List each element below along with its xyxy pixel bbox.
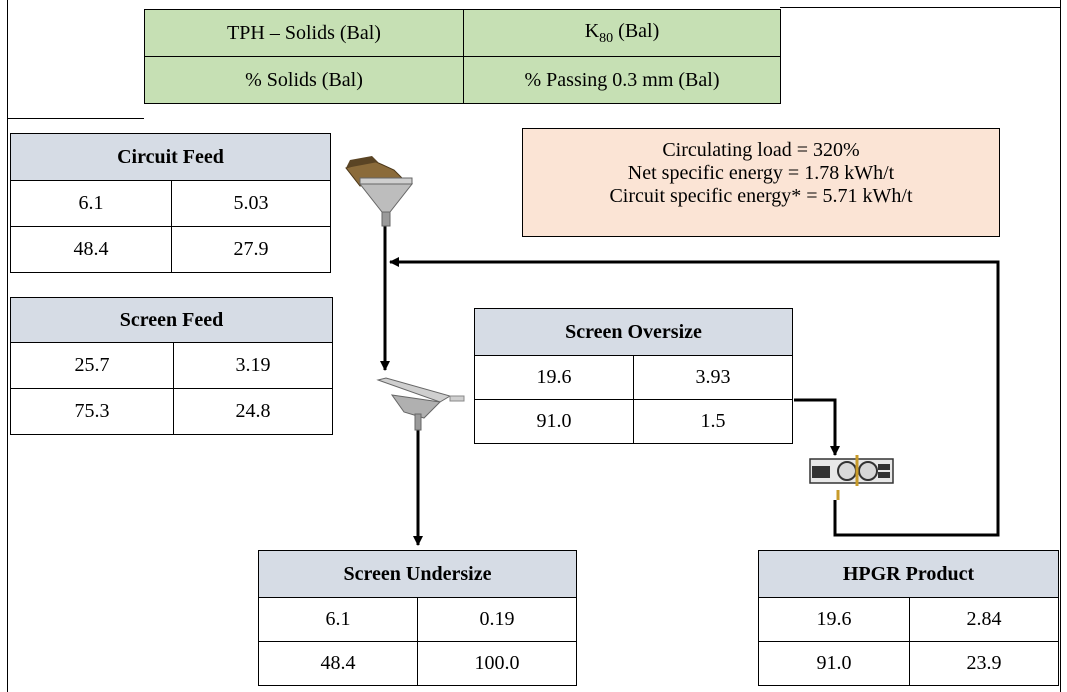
screen-oversize-solids: 91.0 — [474, 399, 634, 444]
screen-feed-tph: 25.7 — [10, 342, 174, 389]
screen-oversize-tph: 19.6 — [474, 355, 634, 400]
frame-divider — [7, 118, 144, 119]
legend-solids: % Solids (Bal) — [144, 56, 464, 104]
screen-undersize-title: Screen Undersize — [258, 550, 577, 598]
screen-undersize-solids: 48.4 — [258, 641, 418, 686]
legend-table: TPH – Solids (Bal) K80 (Bal) % Solids (B… — [144, 9, 781, 104]
frame-right-border — [1060, 0, 1061, 692]
hpgr-icon — [809, 455, 894, 500]
legend-k80: K80 (Bal) — [463, 9, 781, 57]
circuit-feed-k80: 5.03 — [171, 180, 331, 227]
screen-icon — [376, 377, 465, 431]
screen-undersize-tph: 6.1 — [258, 597, 418, 642]
frame-top-border — [780, 7, 1060, 8]
frame-left-border — [7, 0, 8, 692]
screen-feed-solids: 75.3 — [10, 388, 174, 435]
hpgr-product-tph: 19.6 — [758, 597, 910, 642]
screen-feed-title: Screen Feed — [10, 297, 333, 343]
circuit-feed-title: Circuit Feed — [10, 133, 331, 181]
oversize-to-hpgr-line — [794, 398, 840, 456]
circuit-specific-energy: Circuit specific energy* = 5.71 kWh/t — [609, 185, 913, 207]
hpgr-product-k80: 2.84 — [909, 597, 1059, 642]
screen-oversize-passing: 1.5 — [633, 399, 793, 444]
screen-oversize-title: Screen Oversize — [474, 308, 793, 356]
summary-box: Circulating load = 320% Net specific ene… — [522, 128, 1000, 237]
circuit-feed-solids: 48.4 — [10, 226, 172, 273]
hpgr-product-passing: 23.9 — [909, 641, 1059, 686]
screen-undersize-k80: 0.19 — [417, 597, 577, 642]
net-specific-energy: Net specific energy = 1.78 kWh/t — [627, 162, 895, 184]
legend-passing: % Passing 0.3 mm (Bal) — [463, 56, 781, 104]
screen-undersize-passing: 100.0 — [417, 641, 577, 686]
circulating-load: Circulating load = 320% — [662, 139, 860, 161]
screen-feed-k80: 3.19 — [173, 342, 333, 389]
hpgr-product-title: HPGR Product — [758, 550, 1059, 598]
feed-hopper-icon — [345, 156, 414, 227]
circuit-feed-passing: 27.9 — [171, 226, 331, 273]
screen-feed-passing: 24.8 — [173, 388, 333, 435]
recycle-line — [389, 257, 1000, 537]
hpgr-product-solids: 91.0 — [758, 641, 910, 686]
